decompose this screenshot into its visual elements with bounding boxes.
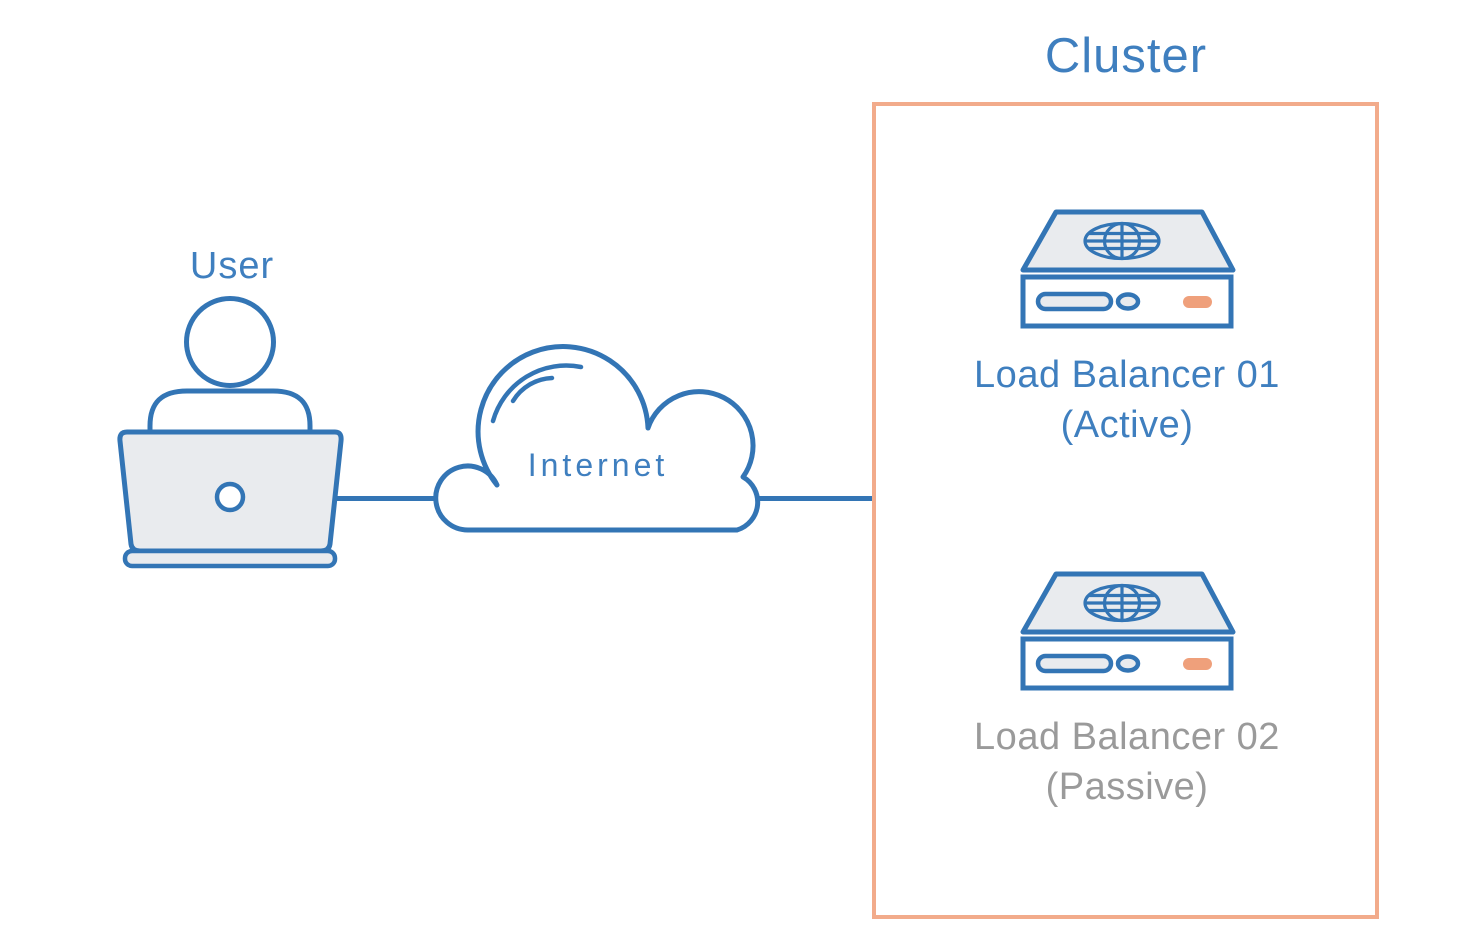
load-balancer-01-node: Load Balancer 01 (Active) — [974, 209, 1280, 446]
server-led — [1183, 658, 1212, 670]
cloud-shape — [433, 344, 761, 533]
globe-icon — [1083, 583, 1161, 623]
user-head — [184, 296, 276, 388]
load-balancer-02-label: Load Balancer 02 — [974, 716, 1280, 758]
server-drive-slot — [1035, 653, 1114, 674]
server-port — [1115, 654, 1141, 673]
load-balancer-02-icon — [1020, 571, 1236, 691]
user-shoulders — [147, 388, 313, 438]
globe-latitudes — [1085, 593, 1159, 613]
cluster-title: Cluster — [1045, 29, 1207, 83]
internet-node: Internet — [433, 344, 761, 533]
globe-latitudes — [1085, 231, 1159, 251]
load-balancer-02-state: (Passive) — [1046, 766, 1209, 808]
laptop-base — [122, 548, 338, 569]
user-label: User — [190, 245, 274, 287]
laptop-logo — [214, 481, 246, 513]
server-drive-slot — [1035, 291, 1114, 312]
load-balancer-01-label: Load Balancer 01 — [974, 354, 1280, 396]
load-balancer-02-node: Load Balancer 02 (Passive) — [974, 571, 1280, 808]
internet-label: Internet — [528, 447, 669, 483]
server-led — [1183, 296, 1212, 308]
user-node: User — [117, 245, 344, 569]
cloud-highlight-arc-outer — [490, 363, 584, 424]
load-balancer-01-state: (Active) — [1061, 404, 1194, 446]
globe-icon — [1083, 221, 1161, 261]
cloud-highlight-arc-inner — [510, 375, 555, 404]
server-port — [1115, 292, 1141, 311]
